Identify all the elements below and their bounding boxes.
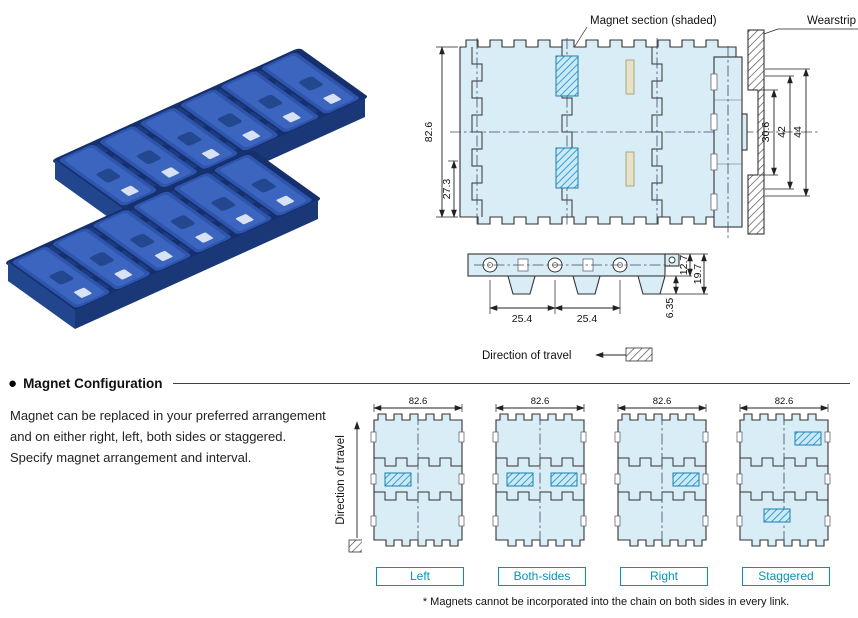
variant-label-staggered: Staggered [742,567,830,586]
dim-belt-width: 82.6 [775,396,794,407]
direction-of-travel: Direction of travel [482,347,653,362]
dim-groove-inner: 30.6 [760,122,772,143]
magnet-config-variants: 82.6 Left 82.6 Both-sides 82.6 Right [368,396,838,586]
config-diagram-right: 82.6 [614,396,709,547]
header-rule [172,383,850,384]
dim-plate-height: 12.7 [678,255,690,276]
dim-belt-width: 82.6 [531,396,550,407]
magnet-right [672,472,700,487]
dim-groove-outer: 44 [792,126,804,138]
config-variant-right: 82.6 Right [612,396,716,586]
config-diagram-left: 82.6 [370,396,465,547]
dim-pitch-left: 25.4 [512,313,533,325]
dim-inner-width: 27.3 [441,179,453,200]
section-view: 30.6 42 44 [710,29,810,238]
config-footnote: * Magnets cannot be incorporated into th… [422,596,790,608]
dim-belt-width: 82.6 [423,122,435,143]
config-description: Magnet can be replaced in your preferred… [10,408,326,465]
variant-label-right: Right [620,567,708,586]
magnet-hatch-lower [555,147,579,189]
side-elevation: 25.4 25.4 6.35 12.7 19.7 [467,253,708,325]
dim-belt-width: 82.6 [653,396,672,407]
rail-hatch [625,347,653,362]
config-direction-of-travel: Direction of travel [335,421,362,553]
dim-pitch-right: 25.4 [577,313,598,325]
magnet-right [550,472,578,487]
dim-leg-height: 6.35 [664,298,676,319]
technical-drawing: Magnet section (shaded) Wearstrip 82.6 2… [423,15,858,362]
section-header: ● Magnet Configuration [8,376,850,391]
magnet-left [384,472,412,487]
direction-label: Direction of travel [482,350,571,362]
section-title: Magnet Configuration [23,376,163,391]
magnet-left [506,472,534,487]
magnet-upper-right [794,431,822,446]
belt-lower [3,150,321,329]
wearstrip-label: Wearstrip [807,15,856,27]
variant-label-both-sides: Both-sides [498,567,586,586]
dim-groove-mid: 42 [776,126,788,138]
magnet-section-label: Magnet section (shaded) [590,15,717,27]
config-variant-left: 82.6 Left [368,396,472,586]
rail-hatch [348,539,362,553]
wearstrip-hatch [747,29,765,235]
config-direction-label: Direction of travel [335,435,347,524]
variant-label-left: Left [376,567,464,586]
magnet-hatch-upper [555,55,579,97]
dim-belt-width: 82.6 [409,396,428,407]
config-variant-both-sides: 82.6 Both-sides [490,396,594,586]
config-diagram-staggered: 82.6 [736,396,831,547]
dim-total-height: 19.7 [692,264,704,285]
section-bullet-icon: ● [8,375,18,392]
config-diagram-both-sides: 82.6 [492,396,587,547]
config-variant-staggered: 82.6 Staggered [734,396,838,586]
magnet-lower-left [763,508,791,523]
chain-product-illustration [3,48,368,329]
